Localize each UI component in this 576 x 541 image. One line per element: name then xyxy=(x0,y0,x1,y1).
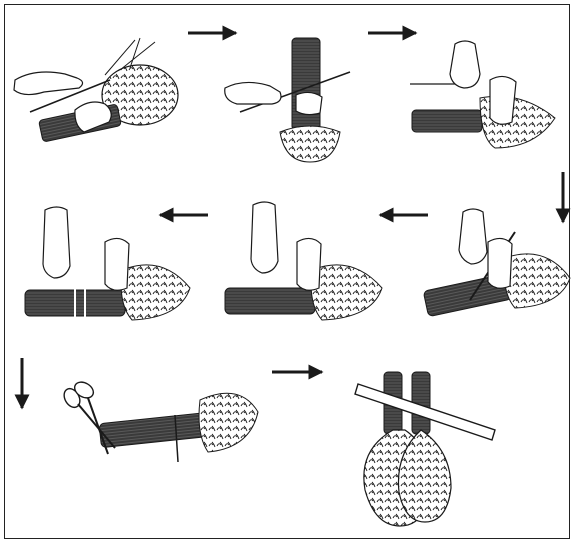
leafy-twigs xyxy=(121,265,190,320)
hand-top xyxy=(459,209,487,264)
leafy-twigs xyxy=(280,126,340,162)
step-1-illustration xyxy=(14,38,178,142)
leafy-twigs xyxy=(199,393,258,452)
step-7-illustration xyxy=(61,379,258,462)
hand-grip xyxy=(297,238,321,290)
leafy-twigs xyxy=(311,265,382,320)
leafy-twigs xyxy=(504,254,570,308)
hand-top xyxy=(450,41,480,88)
hand-grip xyxy=(105,238,129,290)
hand xyxy=(225,82,281,104)
bundle-stems xyxy=(99,412,211,447)
step-8-illustration xyxy=(355,372,495,526)
step-4-illustration xyxy=(423,209,570,317)
bundle-stems xyxy=(225,288,315,314)
hand-grip xyxy=(488,238,512,288)
step-3-illustration xyxy=(410,41,555,148)
hand-left xyxy=(14,72,83,95)
hand-wrap xyxy=(296,92,322,114)
hand-grip xyxy=(490,76,516,124)
hand-top xyxy=(43,207,70,278)
hand-top xyxy=(251,202,278,273)
step-5-illustration xyxy=(225,202,382,320)
bundle-stems xyxy=(412,110,482,132)
step-6-illustration xyxy=(25,207,190,320)
step-2-illustration xyxy=(225,38,350,162)
